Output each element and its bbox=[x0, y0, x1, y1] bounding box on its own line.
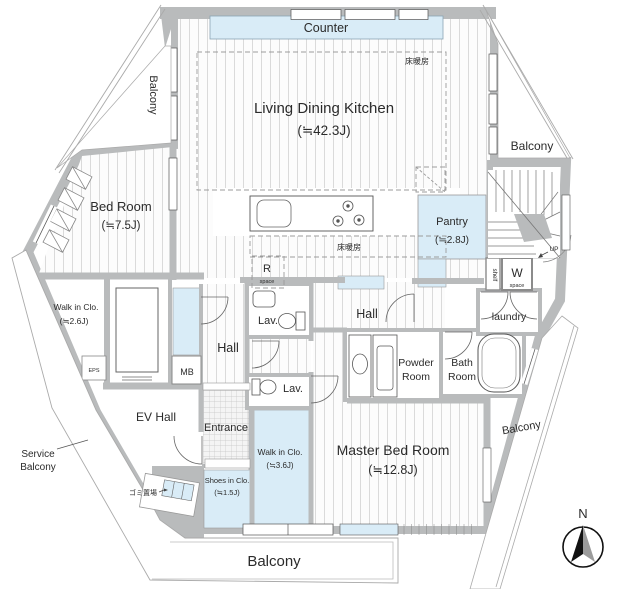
balcony-top-right bbox=[485, 9, 571, 159]
hall-right-label: Hall bbox=[356, 307, 378, 321]
service-balcony-label-1: Service bbox=[21, 449, 55, 460]
garbage-label: ゴミ置場 bbox=[129, 488, 157, 497]
toilet-icon bbox=[251, 378, 277, 396]
eps-box bbox=[81, 355, 107, 381]
service-balcony-pointer bbox=[56, 439, 89, 450]
master-floor bbox=[313, 402, 485, 526]
corridor-floor bbox=[249, 339, 311, 373]
wic-master-label: Walk in Clo. bbox=[257, 447, 302, 457]
ev-hall-label: EV Hall bbox=[136, 410, 176, 424]
compass-needle-light-icon bbox=[583, 525, 595, 562]
bedroom-label: Bed Room bbox=[90, 199, 151, 214]
pantry-area bbox=[417, 194, 487, 260]
hall-left-label: Hall bbox=[217, 341, 239, 355]
eps-label: EPS bbox=[88, 368, 99, 374]
counter-label: Counter bbox=[304, 21, 348, 35]
bedroom-closet-icon bbox=[42, 166, 93, 253]
highlight-areas bbox=[172, 15, 487, 529]
bathtub-icon bbox=[477, 333, 521, 393]
floor-heating-area-1 bbox=[196, 51, 447, 191]
up-arrow-icon bbox=[538, 253, 543, 258]
bath-room-label-1: Bath bbox=[451, 357, 473, 369]
meter-box bbox=[171, 355, 202, 385]
elevator-icon bbox=[115, 287, 159, 381]
refrigerator-space bbox=[251, 255, 285, 289]
entrance-tile bbox=[203, 390, 250, 466]
ldk-size-label: (≒42.3J) bbox=[297, 123, 350, 138]
hall-left-floor bbox=[203, 284, 247, 388]
pantry-size-label: (≒2.8J) bbox=[435, 235, 469, 246]
wic-bedroom-size-label: (≒2.6J) bbox=[60, 316, 89, 326]
garbage-arrow-icon bbox=[164, 488, 168, 492]
service-balcony-label-2: Balcony bbox=[20, 462, 56, 473]
balcony-bottom-and-service bbox=[11, 249, 399, 584]
lavatory-2-label: Lav. bbox=[283, 383, 303, 395]
north-label: N bbox=[578, 506, 587, 521]
vanity-icon bbox=[348, 334, 398, 398]
floor-heating-area-2 bbox=[249, 235, 447, 258]
powder-room-label-1: Powder bbox=[398, 357, 434, 369]
balcony-bottom-label: Balcony bbox=[247, 553, 301, 570]
sink-icon bbox=[252, 290, 276, 308]
bath-room-label-2: Room bbox=[448, 371, 476, 383]
fixtures bbox=[42, 166, 572, 469]
stove-icon bbox=[332, 200, 365, 227]
balcony-bottom-right bbox=[469, 315, 579, 589]
shelf-label: shelf bbox=[491, 269, 497, 282]
bedroom-floor bbox=[38, 147, 173, 276]
shoes-closet-label: Shoes in Clo. bbox=[205, 476, 250, 485]
balconies bbox=[11, 4, 579, 589]
toilet-icon bbox=[278, 311, 306, 331]
walkin-closet-master-area bbox=[248, 409, 310, 529]
lavatory-1-label: Lav. bbox=[258, 315, 278, 327]
balcony-top-right-label: Balcony bbox=[511, 139, 554, 153]
master-bedroom-size-label: (≒12.8J) bbox=[368, 463, 417, 477]
labels: Counter Living Dining Kitchen (≒42.3J) 床… bbox=[20, 21, 558, 570]
refrigerator-label: R bbox=[263, 263, 271, 275]
w-space bbox=[501, 257, 533, 291]
stairs bbox=[487, 170, 572, 263]
entrance-label: Entrance bbox=[204, 422, 248, 434]
hall-closet bbox=[172, 287, 202, 356]
north-arrow: N bbox=[562, 506, 604, 568]
washer-label: W bbox=[511, 266, 523, 280]
powder-room-label-2: Room bbox=[402, 371, 430, 383]
pantry-label: Pantry bbox=[436, 216, 468, 228]
floor-heating-label-2: 床暖房 bbox=[337, 242, 361, 252]
windows bbox=[32, 9, 571, 536]
wic-master-size-label: (≒3.6J) bbox=[266, 461, 293, 470]
bedroom-size-label: (≒7.5J) bbox=[101, 220, 140, 232]
up-label: UP bbox=[549, 246, 558, 253]
kitchen-island-icon bbox=[249, 195, 374, 232]
shoes-closet-area bbox=[203, 469, 251, 529]
dashed-areas bbox=[196, 51, 447, 289]
garbage-area bbox=[139, 472, 201, 517]
washer-sub-label: space bbox=[510, 283, 525, 289]
door-arcs bbox=[67, 291, 538, 465]
ldk-label: Living Dining Kitchen bbox=[254, 100, 394, 117]
balcony-top-left-label: Balcony bbox=[147, 75, 159, 115]
hall-right-floor bbox=[313, 282, 445, 328]
refrigerator-sub-label: space bbox=[260, 279, 275, 285]
floor-heating-label-1: 床暖房 bbox=[405, 56, 429, 66]
compass-needle-dark-icon bbox=[571, 525, 583, 562]
wic-bedroom-label: Walk in Clo. bbox=[53, 302, 98, 312]
master-bedroom-label: Master Bed Room bbox=[337, 442, 450, 458]
shoes-closet-size-label: (≒1.5J) bbox=[214, 488, 240, 497]
laundry-label: laundry bbox=[492, 311, 527, 323]
meter-box-label: MB bbox=[180, 367, 194, 377]
